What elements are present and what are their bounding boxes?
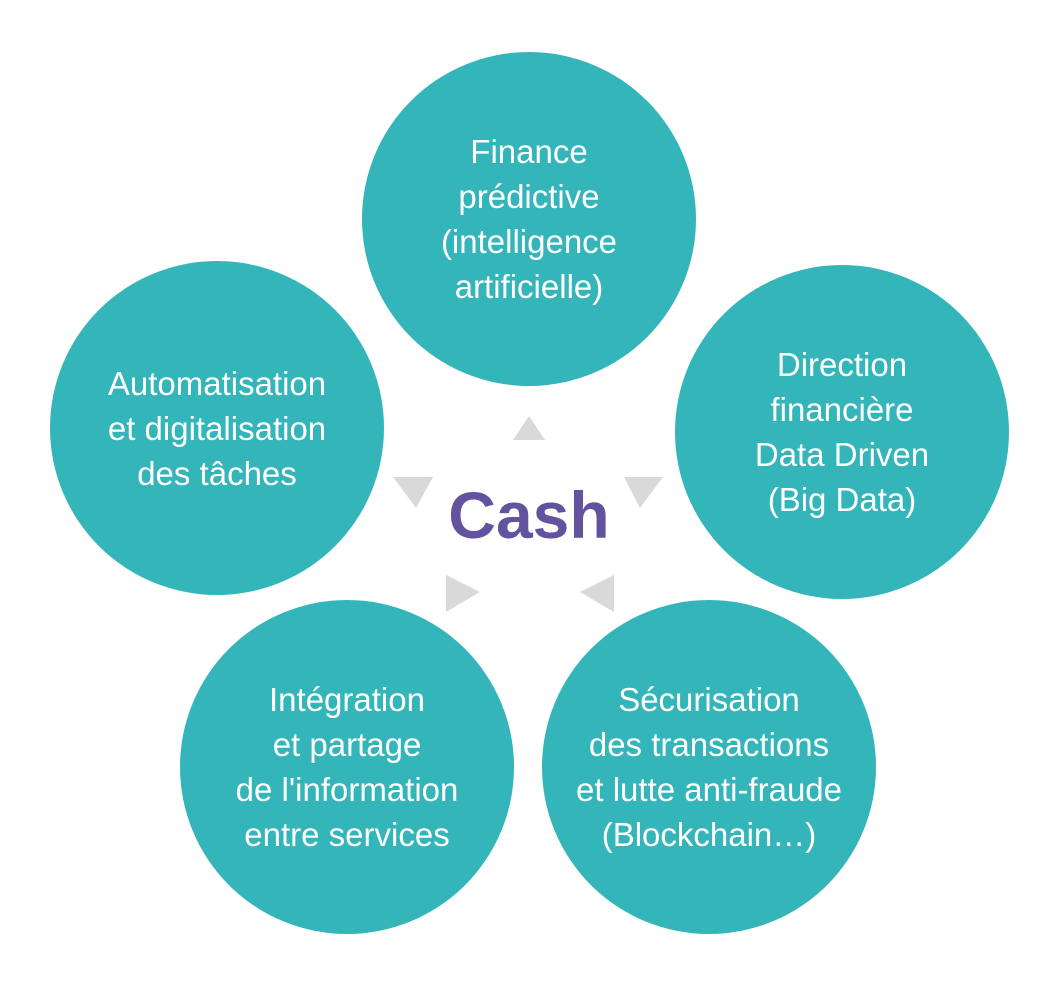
node-line: entre services [244, 816, 450, 853]
node-line: financière [770, 391, 914, 428]
node-automatisation: Automatisation et digitalisation des tâc… [50, 261, 384, 595]
node-line: artificielle) [454, 268, 604, 305]
node-finance-predictive: Finance prédictive (intelligence artific… [362, 52, 696, 386]
node-line: Intégration [269, 681, 425, 718]
arrow-to-finance-predictive [513, 416, 545, 440]
node-line: et lutte anti-fraude [576, 771, 842, 808]
arrow-to-automatisation [393, 477, 433, 508]
arrow-to-integration [446, 575, 480, 612]
node-securisation: Sécurisation des transactions et lutte a… [542, 600, 876, 934]
node-line: (Big Data) [767, 481, 917, 518]
node-line: Direction [776, 346, 908, 383]
node-line: (Blockchain…) [601, 816, 817, 853]
node-line: Data Driven [754, 436, 930, 473]
node-line: et digitalisation [107, 409, 327, 447]
node-line: et partage [272, 726, 422, 763]
node-line: Sécurisation [618, 681, 800, 718]
node-line: (intelligence [440, 223, 618, 260]
arrow-to-securisation [580, 575, 614, 612]
arrow-to-direction-financiere [624, 477, 663, 508]
node-line: prédictive [458, 178, 600, 215]
node-line: de l'information [235, 771, 459, 808]
node-line: des transactions [588, 726, 830, 763]
node-line: Finance [470, 133, 588, 170]
node-line: Automatisation [107, 364, 327, 402]
node-direction-financiere: Direction financière Data Driven (Big Da… [675, 265, 1009, 599]
node-line: des tâches [137, 454, 297, 492]
node-integration: Intégration et partage de l'information … [180, 600, 514, 934]
center-label: Cash [448, 478, 610, 552]
